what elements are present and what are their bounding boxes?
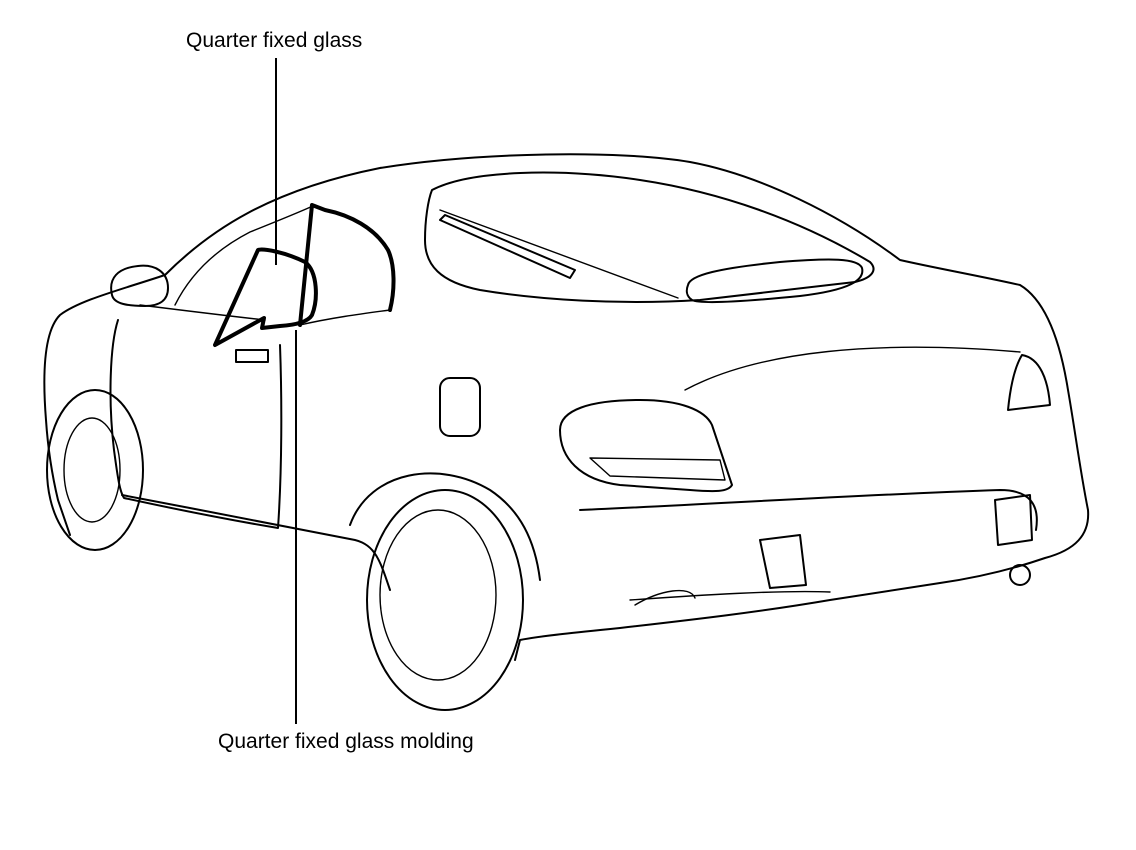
- right-tail-lamp: [1007, 354, 1051, 411]
- rear-wiper-arm: [439, 209, 679, 299]
- rear-window: [424, 171, 875, 303]
- lower-bumper-vent: [634, 589, 696, 606]
- door-handle: [235, 349, 269, 363]
- car-side-sill: [43, 274, 166, 536]
- left-bumper-reflector: [759, 534, 807, 589]
- label-quarter-fixed-glass: Quarter fixed glass: [186, 29, 363, 52]
- hatch-character-line: [684, 346, 1021, 391]
- door-outline: [109, 319, 283, 529]
- right-bumper-reflector: [994, 494, 1033, 546]
- rear-wheel-tire: [366, 489, 524, 711]
- quarter-fixed-glass-outline: [213, 247, 318, 347]
- rear-wheel-rim: [379, 509, 497, 681]
- front-side-window: [174, 204, 316, 306]
- rear-bumper: [579, 489, 1038, 531]
- quarter-fixed-glass-molding: [298, 203, 396, 327]
- rear-wheel-arch: [349, 472, 541, 581]
- door-belt-line: [139, 304, 266, 321]
- front-wheel-rim: [63, 417, 121, 523]
- fuel-filler-door: [439, 377, 481, 437]
- side-mirror: [110, 264, 169, 307]
- exhaust-tip: [1009, 564, 1031, 586]
- left-tail-lamp-lens: [589, 457, 726, 481]
- car-body-outline: [164, 153, 1090, 661]
- left-tail-lamp: [559, 399, 733, 493]
- car-rocker-line: [121, 494, 391, 591]
- high-mount-stop-lamp: [685, 258, 864, 304]
- front-wheel-tire: [46, 389, 144, 551]
- rear-bumper-lower: [629, 590, 831, 601]
- label-quarter-fixed-glass-molding: Quarter fixed glass molding: [218, 730, 474, 753]
- rear-wiper-blade: [439, 214, 576, 279]
- quarter-molding-inner-line: [299, 309, 391, 326]
